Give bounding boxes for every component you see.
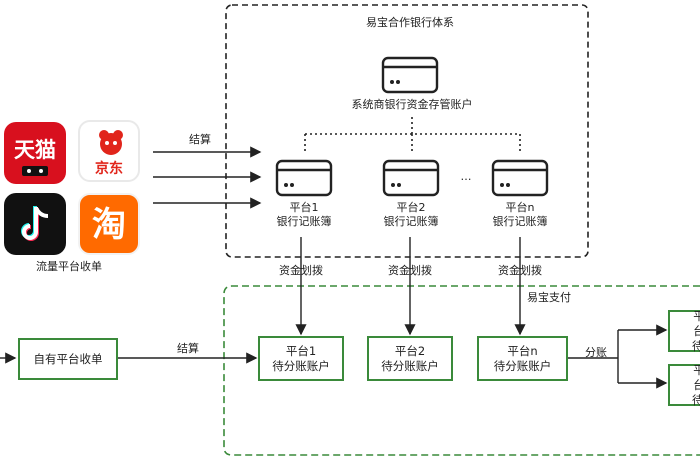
transfer-label-2: 资金划拨 xyxy=(388,264,432,277)
ledger-1-card-icon xyxy=(275,159,333,197)
split-target-box-2: 平台 待 xyxy=(668,363,700,407)
jd-app-icon: 京东 xyxy=(78,120,140,182)
ledger-2-label: 平台2 银行记账簿 xyxy=(383,201,439,228)
pending-account-1: 平台1 待分账账户 xyxy=(258,336,344,381)
ledger-n-card-icon xyxy=(491,159,549,197)
bank-system-title: 易宝合作银行体系 xyxy=(366,16,454,29)
pending-account-2: 平台2 待分账账户 xyxy=(367,336,453,381)
settle-label-bottom: 结算 xyxy=(177,342,199,355)
settle-label-top: 结算 xyxy=(189,133,211,146)
bank-system-frame xyxy=(225,4,589,258)
master-account-label: 系统商银行资金存管账户 xyxy=(351,98,473,111)
transfer-label-n: 资金划拨 xyxy=(498,264,542,277)
tiktok-app-icon xyxy=(4,193,66,255)
split-label: 分账 xyxy=(585,346,607,359)
taobao-app-icon: 淘 xyxy=(78,193,140,255)
yeepay-label: 易宝支付 xyxy=(527,291,571,304)
pending-account-n: 平台n 待分账账户 xyxy=(477,336,568,381)
apps-caption: 流量平台收单 xyxy=(36,260,102,273)
yeepay-frame xyxy=(223,285,700,456)
tmall-app-icon: 天猫 xyxy=(4,122,66,184)
transfer-label-1: 资金划拨 xyxy=(279,264,323,277)
ledger-ellipsis: … xyxy=(460,170,472,183)
master-account-card-icon xyxy=(381,56,439,94)
split-target-box-1: 平台 待 xyxy=(668,309,700,353)
ledger-1-label: 平台1 银行记账簿 xyxy=(276,201,332,228)
ledger-n-label: 平台n 银行记账簿 xyxy=(492,201,548,228)
ledger-2-card-icon xyxy=(382,159,440,197)
own-platform-box: 自有平台收单 xyxy=(18,338,118,380)
